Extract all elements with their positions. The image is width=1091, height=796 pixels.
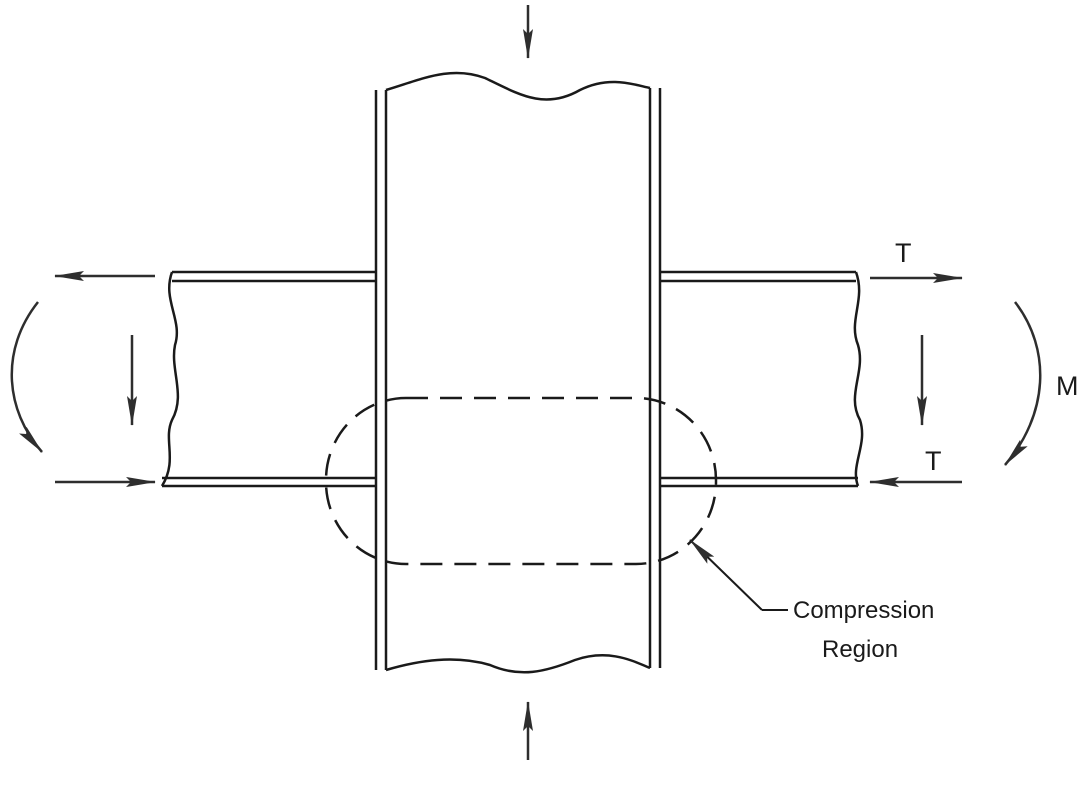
right-beam-forces xyxy=(869,273,1042,487)
right-beam-break xyxy=(853,271,864,487)
tension-label-bottom: T xyxy=(925,446,942,476)
left-beam-forces xyxy=(10,271,156,487)
column xyxy=(374,71,662,674)
moment-label: M xyxy=(1056,371,1079,401)
compression-leader xyxy=(689,539,788,611)
right-moment-arrow xyxy=(1004,301,1042,466)
column-top-break xyxy=(385,71,651,101)
tension-label-top: T xyxy=(895,238,912,268)
left-beam-break xyxy=(160,271,180,487)
left-moment-arrow xyxy=(10,301,43,453)
compression-region-outline xyxy=(324,396,718,566)
leader-arrow xyxy=(689,539,763,611)
left-beam xyxy=(160,270,376,488)
compression-region-label-line1: Compression xyxy=(793,597,934,624)
compression-region-label-line2: Region xyxy=(822,636,898,663)
column-bottom-break xyxy=(385,654,651,674)
right-beam xyxy=(660,270,864,488)
